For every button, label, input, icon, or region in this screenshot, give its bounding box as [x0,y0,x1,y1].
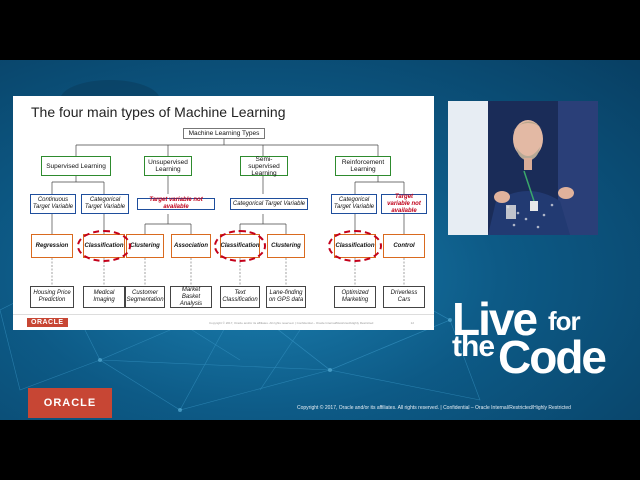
highlight-oval [328,230,382,262]
task-control: Control [383,234,425,258]
target-categorical: Categorical Target Variable [81,194,129,214]
target-not-available: Target variable not available [381,194,427,214]
root-box: Machine Learning Types [183,128,265,139]
diagram-connectors [51,139,405,286]
category-semi-supervised: Semi-supervised Learning [240,156,288,177]
example-optimized-marketing: Optimized Marketing [334,286,376,308]
target-categorical: Categorical Target Variable [230,198,308,210]
slide-footer: ORACLE Copyright © 2017, Oracle and/or i… [13,314,434,331]
speaker-figure [448,101,598,235]
task-regression: Regression [31,234,73,258]
task-clustering: Clustering [267,234,305,258]
category-unsupervised: Unsupervised Learning [144,156,192,176]
highlight-oval [77,230,131,262]
example-housing-price: Housing Price Prediction [30,286,74,308]
target-categorical: Categorical Target Variable [331,194,377,214]
category-supervised: Supervised Learning [41,156,111,176]
oracle-logo: ORACLE [28,388,112,418]
category-reinforcement: Reinforcement Learning [335,156,391,176]
logo-word-for: for [548,306,581,336]
example-medical-imaging: Medical Imaging [83,286,125,308]
slide-copyright: Copyright © 2017, Oracle and/or its affi… [209,321,374,325]
slide-title: The four main types of Machine Learning [31,104,286,120]
slide-oracle-logo: ORACLE [27,318,68,327]
target-continuous: Continuous Target Variable [30,194,76,214]
slide-page-number: 12 [410,321,414,325]
logo-word-the: the [452,330,495,363]
example-driverless-cars: Driverless Cars [383,286,425,308]
conference-stage: The four main types of Machine Learning … [0,60,640,420]
target-not-available: Target variable not available [137,197,215,210]
example-market-basket: Market Basket Analysis [170,286,212,308]
bottom-copyright: Copyright © 2017, Oracle and/or its affi… [297,405,571,411]
task-association: Association [171,234,211,258]
logo-word-code: Code [498,331,607,383]
task-clustering: Clustering [126,234,164,258]
speaker-video [448,101,598,235]
example-lane-finding: Lane-finding on GPS data [266,286,306,308]
example-text-classification: Text Classification [220,286,260,308]
highlight-oval [214,230,266,262]
presentation-slide: The four main types of Machine Learning … [13,96,434,330]
logo-word-live: Live [452,293,538,345]
example-customer-segmentation: Customer Segmentation [125,286,165,308]
